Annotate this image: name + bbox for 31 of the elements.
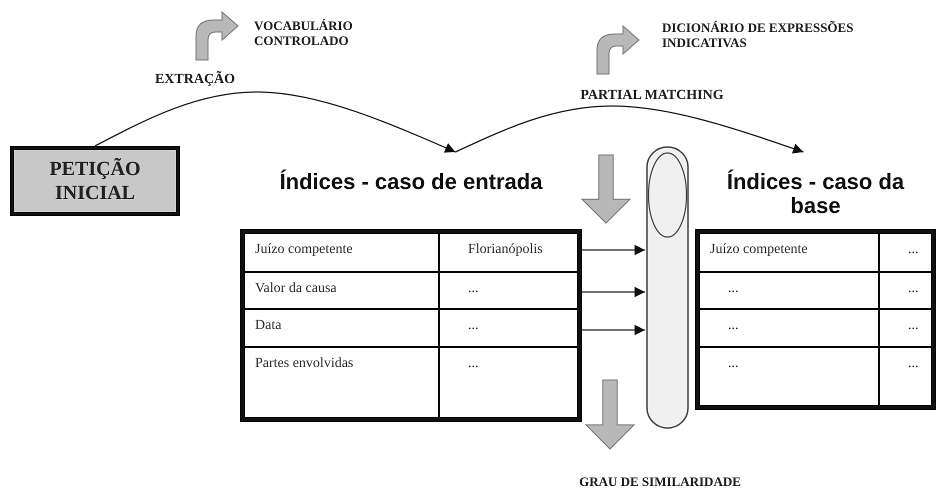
table-cell: Florianópolis	[439, 233, 578, 272]
result-label: GRAU DE SIMILARIDADE	[520, 449, 800, 491]
table-cell: ...	[879, 347, 932, 406]
table-cell: ...	[699, 347, 879, 406]
table-cell: ...	[879, 233, 932, 272]
cylinder	[645, 145, 690, 430]
table-cell: Juízo competente	[699, 233, 879, 272]
table-cell: Partes envolvidas	[244, 347, 439, 418]
table-heading: Índices - caso de entrada	[278, 170, 544, 194]
table-cell: Juízo competente	[244, 233, 439, 272]
node-text: PETIÇÃO INICIAL	[48, 157, 142, 205]
table-cell: ...	[699, 309, 879, 347]
table-cell: ...	[439, 347, 578, 418]
table-cell: ...	[879, 309, 932, 347]
table-cell: ...	[699, 272, 879, 309]
table-cell: ...	[879, 272, 932, 309]
table-heading: Índices - caso da base	[726, 170, 906, 218]
arrow	[582, 324, 645, 336]
resource-label: VOCABULÁRIO CONTROLADO	[254, 18, 354, 48]
resource-label: DICIONÁRIO DE EXPRESSÕES INDICATIVAS	[662, 20, 854, 50]
arrow	[455, 105, 804, 154]
document-box	[10, 146, 180, 216]
table-cell: ...	[439, 309, 578, 347]
arrow	[582, 244, 645, 256]
arrow	[94, 91, 456, 153]
arrow	[582, 286, 645, 298]
table-cell: Data	[244, 309, 439, 347]
table-cell: ...	[439, 272, 578, 309]
edge-label: EXTRAÇÃO	[152, 72, 238, 88]
block-arrow	[584, 380, 636, 450]
table-cell: Valor da causa	[244, 272, 439, 309]
